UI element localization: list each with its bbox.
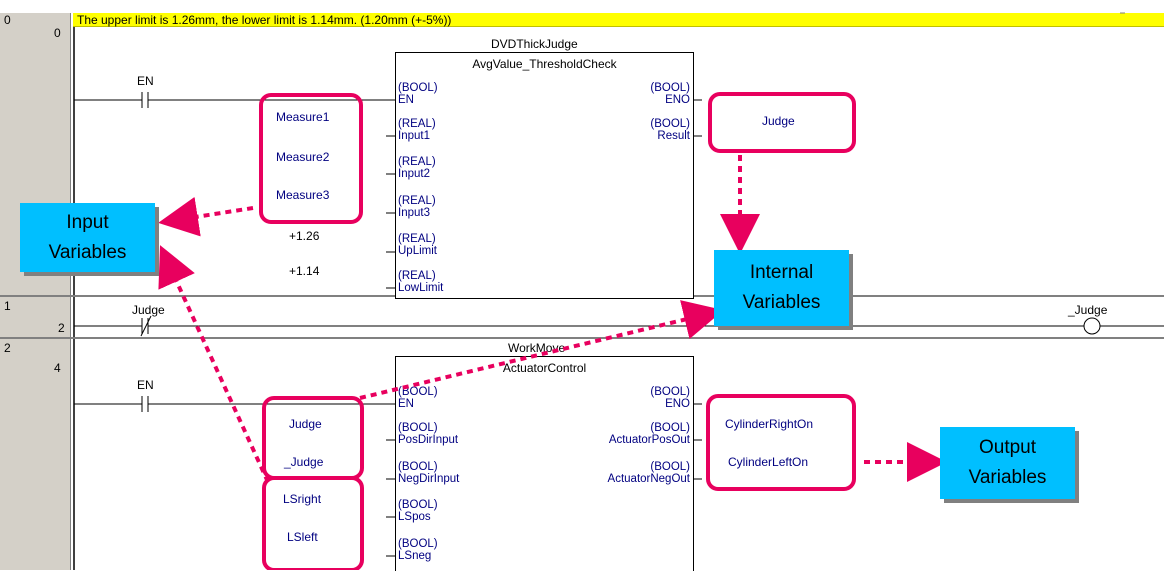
fb0-pin-input3: (REAL)Input3 [398,195,436,219]
variable-measure1: Measure1 [276,110,330,124]
highlight-box-measures [259,93,363,224]
variable-cylinderrighton: CylinderRightOn [725,417,814,431]
rung-comment: The upper limit is 1.26mm, the lower lim… [73,13,1164,27]
rung-gutter-2: 2 4 [0,339,71,570]
highlight-box-ls-inputs [262,476,364,570]
variable-not-judge-input: _Judge [284,455,324,469]
rung-step-number: 4 [54,361,61,375]
rung-step-number: 0 [54,26,61,40]
variable-measure3: Measure3 [276,188,330,202]
fb0-pin-input2: (REAL)Input2 [398,156,436,180]
variable-measure2: Measure2 [276,150,330,164]
fb2-pin-negdirinput: (BOOL)NegDirInput [398,461,460,485]
fb0-pin-eno: (BOOL)ENO [650,82,690,106]
rung2-contact-label: EN [137,378,154,392]
arrow-ls-to-input-callout [158,245,270,483]
arrow-judge-input-to-internal-callout [359,300,724,400]
rung1-contact-label: Judge [132,303,165,317]
variable-cylinderlefton: CylinderLeftOn [728,455,809,469]
fb2-pin-posdirinput: (BOOL)PosDirInput [398,422,459,446]
fb0-pin-input1: (REAL)Input1 [398,118,436,142]
rung-row-number: 0 [4,13,11,27]
fb2-pin-actuatornegout: (BOOL)ActuatorNegOut [607,461,690,485]
variable-lsleft: LSleft [287,530,318,544]
constant-uplimit: +1.26 [289,229,320,243]
rung1-coil-label: _Judge [1068,303,1108,317]
fb0-block: AvgValue_ThresholdCheck [395,52,694,299]
rung-row-number: 2 [4,341,11,355]
fb2-pin-en: (BOOL)EN [398,386,438,410]
rung0-contact-label: EN [137,74,154,88]
variable-judge-output: Judge [762,114,795,128]
fb0-instance-name: DVDThickJudge [491,37,578,51]
highlight-box-judge-output [708,92,856,153]
rung-row-number: 1 [4,299,11,313]
arrow-measures-to-input-callout [158,196,254,237]
fb2-block: ActuatorControl [395,356,694,571]
fb2-type-name: ActuatorControl [502,361,587,375]
fb2-instance-name: WorkMove [508,341,566,355]
fb2-pin-lspos: (BOOL)LSpos [398,499,438,523]
fb2-pin-actuatorposout: (BOOL)ActuatorPosOut [608,422,690,446]
fb0-pin-result: (BOOL)Result [650,118,690,142]
fb2-pin-lsneg: (BOOL)LSneg [398,538,438,562]
constant-lowlimit: +1.14 [289,264,320,278]
variable-lsright: LSright [283,492,322,506]
fb0-type-name: AvgValue_ThresholdCheck [472,57,617,71]
fb0-pin-lowlimit: (REAL)LowLimit [398,270,444,294]
fb2-pin-eno: (BOOL)ENO [650,386,690,410]
fb0-pin-uplimit: (REAL)UpLimit [398,233,437,257]
variable-judge-input: Judge [289,417,322,431]
highlight-box-cylinder-outputs [706,394,856,491]
highlight-box-judge-inputs [262,396,364,480]
fb0-pin-en: (BOOL)EN [398,82,438,106]
rung-step-number: 2 [58,321,65,335]
rung-gutter-1: 1 2 [0,297,71,337]
